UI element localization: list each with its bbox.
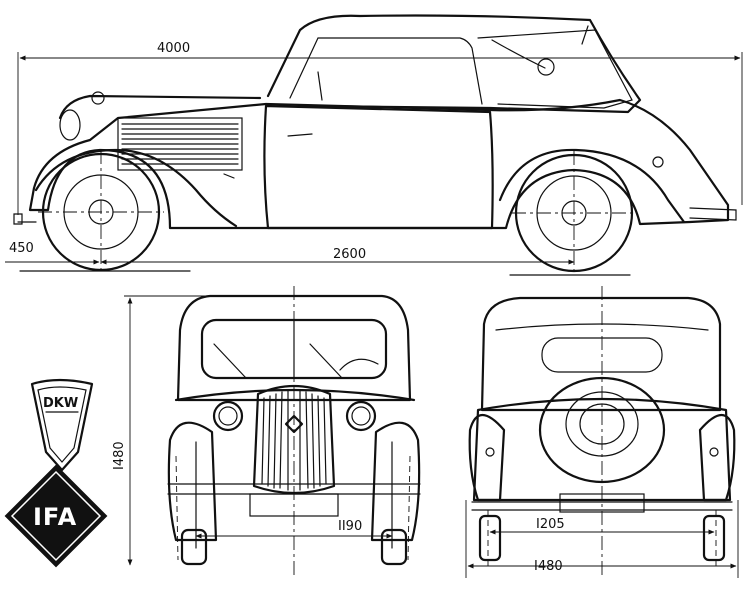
front-wheel [38,150,164,274]
wheelbase-dimension: 2600 [100,247,575,265]
height-label: I480 [112,441,127,470]
hood-louvres [117,117,243,171]
side-body [28,98,730,230]
rear-wheel [512,151,636,275]
dkw-text: DKW [43,396,78,411]
overhang-dimension: 450 [5,241,100,265]
length-label: 4000 [157,41,190,56]
ifa-logo: IFA [4,464,108,568]
side-view: 4000 [5,14,743,276]
height-dimension: I480 [112,295,296,566]
width-label: I480 [534,559,563,574]
wheelbase-label: 2600 [333,247,366,262]
soft-top [266,14,642,114]
front-grille [252,384,336,495]
rear-view: I205 I480 [465,286,739,578]
front-view: I480 I [112,286,421,575]
door [263,104,494,230]
rear-track-label: I205 [536,517,565,532]
length-dimension: 4000 [17,41,743,215]
rear-track-dimension: I205 [489,517,715,535]
front-track-label: II90 [338,519,362,534]
front-track-dimension: II90 [195,519,393,539]
ifa-text: IFA [33,503,77,531]
dkw-logo: DKW [30,378,94,472]
width-dimension: I480 [465,500,739,578]
overhang-label: 450 [9,241,34,256]
